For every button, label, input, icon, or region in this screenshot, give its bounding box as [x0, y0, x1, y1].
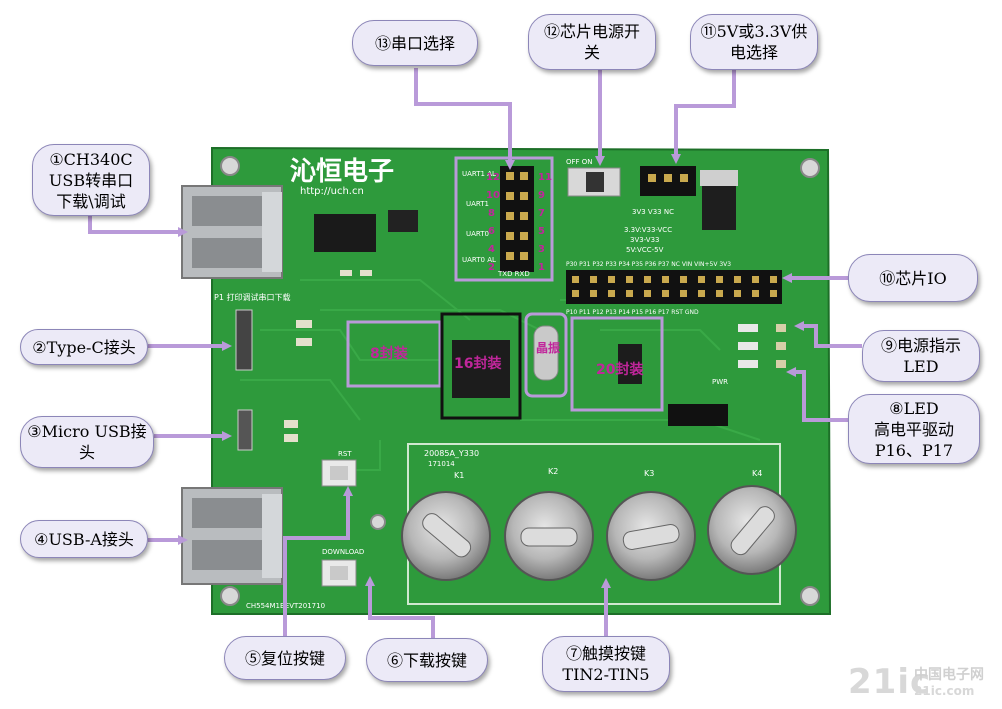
callout-voltage-select: ⑪5V或3.3V供 电选择 [690, 14, 818, 70]
jumper-num-4: 4 [488, 244, 495, 255]
pkg-16-chip [452, 340, 510, 398]
k1-label: K1 [454, 471, 464, 480]
touch-id-label: 20085A_Y330 [424, 449, 479, 458]
uart-jumper-header [500, 166, 534, 272]
pkg-20-box [570, 316, 664, 412]
k2-label: K2 [548, 467, 558, 476]
brand-text: 沁恒电子 [290, 157, 394, 187]
jumper-num-8: 8 [488, 208, 495, 219]
callout-led-high: ⑧LED 高电平驱动 P16、P17 [848, 394, 980, 464]
uart0-label: UART0 [466, 230, 489, 238]
jumper-num-7: 7 [538, 208, 545, 219]
led-group [738, 324, 786, 368]
off-on-label: OFF ON [566, 158, 593, 166]
url-text: http://uch.cn [300, 186, 364, 197]
callout-uart-select: ⑬串口选择 [352, 20, 478, 66]
touch-key-k2 [504, 491, 594, 581]
pkg-8-label: 8封装 [370, 345, 409, 362]
callout-type-c: ②Type-C接头 [20, 329, 148, 365]
callout-micro-usb: ③Micro USB接 头 [20, 416, 154, 468]
voltage-regulator [702, 186, 736, 230]
io-pins [572, 276, 777, 297]
power-note-2: 3V3-V33 [630, 236, 660, 244]
touch-key-k1 [401, 491, 491, 581]
crystal-label: 晶振 [536, 340, 560, 355]
k4-label: K4 [752, 469, 762, 478]
uart1-label: UART1 [466, 200, 489, 208]
pkg-20-label: 20封装 [596, 361, 644, 378]
jumper-num-5: 5 [538, 226, 545, 237]
pwr-label: PWR [712, 378, 728, 386]
callout-reset-key: ⑤复位按键 [224, 636, 346, 680]
jumper-num-11: 11 [538, 172, 552, 183]
jumper-num-6: 6 [488, 226, 495, 237]
type-c-connector [235, 309, 253, 371]
download-label: DOWNLOAD [322, 548, 364, 556]
callout-power-led: ⑨电源指示 LED [862, 330, 980, 382]
watermark-logo: 21ic [848, 662, 932, 702]
crystal-box [524, 312, 568, 398]
power-note-3: 5V:VCC-5V [626, 246, 664, 254]
callout-chip-io: ⑩芯片IO [848, 254, 978, 302]
chip-io-header [566, 270, 782, 304]
p1-silk-label: P1 打印调试串口下载 [214, 292, 290, 302]
uart0-al-label: UART0 AL [462, 256, 496, 264]
callout-arrows [88, 68, 862, 638]
header-bottom-labels: P10 P11 P12 P13 P14 P15 P16 P17 RST GND [566, 309, 699, 316]
callout-power-switch: ⑫芯片电源开 关 [528, 14, 656, 70]
jumper-num-2: 2 [488, 262, 495, 273]
micro-usb-connector [237, 409, 253, 451]
touch-key-k4 [707, 485, 797, 575]
txd-rxd-label: TXD RXD [497, 270, 530, 278]
usb-a-connector-top [181, 185, 283, 279]
uart1-al-label: UART1 AL [462, 170, 496, 178]
callout-usb-a: ④USB-A接头 [20, 520, 148, 558]
touch-date-label: 171014 [428, 460, 455, 468]
touch-key-k3 [606, 491, 696, 581]
k3-label: K3 [644, 469, 654, 478]
jumper-num-1: 1 [538, 262, 545, 273]
jumper-num-10: 10 [486, 190, 500, 201]
jumper-num-9: 9 [538, 190, 545, 201]
jumper-num-12: 12 [486, 172, 500, 183]
watermark: 21ic 中国电子网 21ic.com [848, 662, 998, 706]
pkg-16-label: 16封装 [454, 355, 502, 372]
pkg-8-box [346, 320, 442, 388]
vsel-label: 3V3 V33 NC [632, 208, 674, 216]
callout-touch-keys: ⑦触摸按键 TIN2-TIN5 [542, 636, 670, 692]
extra-header [668, 404, 728, 426]
header-top-labels: P30 P31 P32 P33 P34 P35 P36 P37 NC VIN V… [566, 261, 731, 268]
jumper-num-3: 3 [538, 244, 545, 255]
callout-ch340c: ①CH340C USB转串口 下载\调试 [32, 144, 150, 216]
uart-select-box [454, 156, 554, 282]
watermark-cn: 中国电子网 [914, 667, 984, 683]
watermark-url: 21ic.com [914, 684, 975, 698]
callout-download-key: ⑥下载按键 [366, 638, 488, 682]
pkg-16-box [440, 312, 522, 420]
usb-a-connector-bottom [181, 487, 283, 585]
rst-label: RST [338, 450, 352, 458]
power-note-1: 3.3V:V33-VCC [624, 226, 672, 234]
ch340c-chip [314, 214, 376, 252]
